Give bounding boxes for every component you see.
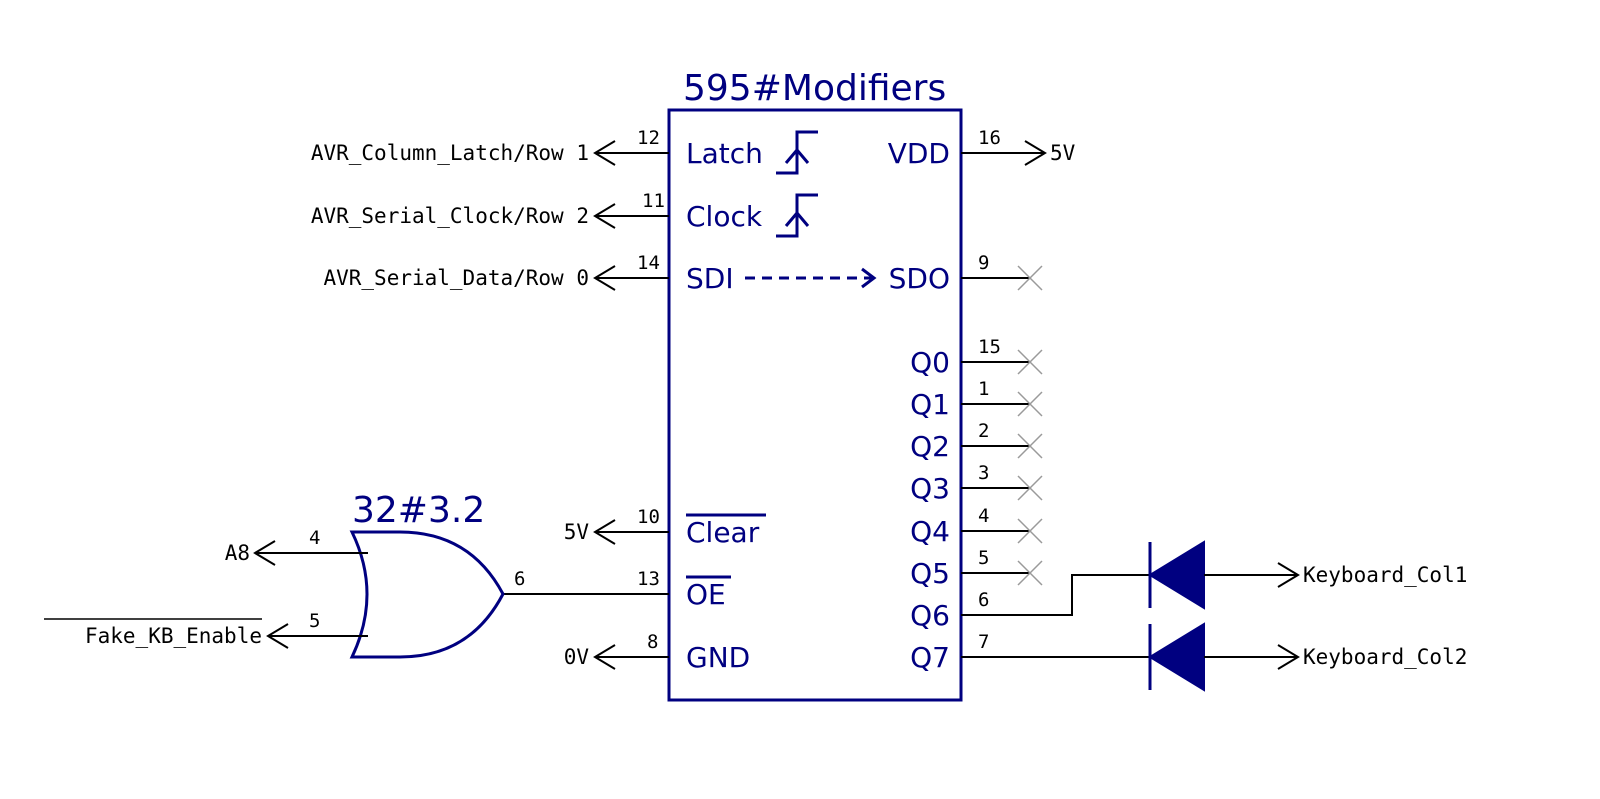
pin-label-q3: Q3 [910, 472, 950, 505]
no-connect-q3 [1017, 475, 1043, 501]
arrow-clear [593, 519, 616, 545]
diode-d2-anode-triangle [1148, 622, 1205, 692]
pin-label-q6: Q6 [910, 599, 950, 632]
pin-num-q6: 6 [978, 589, 989, 611]
net-fake-kb-enable: Fake_KB_Enable [85, 624, 262, 648]
pin-num-vdd: 16 [978, 127, 1001, 149]
internal-sdi-sdo-arrow [861, 267, 877, 289]
pin-num-latch: 12 [637, 127, 660, 149]
ic-595: 595#Modifiers Latch 12 AVR_Column_Latch/… [311, 68, 1150, 702]
net-clock: AVR_Serial_Clock/Row 2 [311, 204, 589, 228]
pin-num-q1: 1 [978, 378, 989, 400]
no-connect-q4 [1017, 518, 1043, 544]
rising-edge-symbol-latch [776, 130, 818, 175]
wire-q6-diode1 [961, 574, 1150, 616]
pin-num-sdo: 9 [978, 252, 989, 274]
gate-title: 32#3.2 [352, 490, 485, 531]
arrow-latch [593, 140, 616, 166]
arrow-gate-in-b [266, 623, 289, 649]
no-connect-q2 [1017, 433, 1043, 459]
net-keyboard-col1: Keyboard_Col1 [1303, 563, 1467, 587]
pin-label-q7: Q7 [910, 641, 950, 674]
pin-label-clock: Clock [686, 200, 763, 233]
pin-label-gnd: GND [686, 641, 750, 674]
pin-num-q5: 5 [978, 547, 989, 569]
arrow-gnd [593, 644, 616, 670]
pin-num-q7: 7 [978, 631, 989, 653]
net-vdd: 5V [1050, 141, 1076, 165]
pin-num-q0: 15 [978, 336, 1001, 358]
pin-num-q2: 2 [978, 420, 989, 442]
pin-num-gnd: 8 [647, 631, 658, 653]
net-a8: A8 [225, 541, 250, 565]
pin-num-clear: 10 [637, 506, 660, 528]
pin-label-q2: Q2 [910, 430, 950, 463]
arrow-diode2 [1277, 644, 1300, 670]
pin-num-sdi: 14 [637, 252, 660, 274]
no-connect-q1 [1017, 391, 1043, 417]
pin-label-sdo: SDO [889, 262, 950, 295]
pin-label-q0: Q0 [910, 346, 950, 379]
pin-num-q3: 3 [978, 462, 989, 484]
arrow-diode1 [1277, 562, 1300, 588]
net-latch: AVR_Column_Latch/Row 1 [311, 141, 589, 165]
gate-out-num: 6 [514, 568, 525, 590]
diode-d1-anode-triangle [1148, 540, 1205, 610]
no-connect-q0 [1017, 349, 1043, 375]
net-clear: 5V [564, 520, 590, 544]
arrow-sdi [593, 265, 616, 291]
or-gate-body [349, 530, 505, 659]
pin-num-q4: 4 [978, 505, 989, 527]
or-gate: 32#3.2 4 A8 5 Fake_KB_Enable 6 [44, 490, 525, 659]
net-keyboard-col2: Keyboard_Col2 [1303, 645, 1467, 669]
net-gnd: 0V [564, 645, 590, 669]
pin-label-clear: Clear [686, 516, 760, 549]
pin-label-q5: Q5 [910, 557, 950, 590]
rising-edge-symbol-clock [776, 193, 818, 238]
pin-label-q1: Q1 [910, 388, 950, 421]
no-connect-sdo [1017, 265, 1043, 291]
arrow-vdd [1024, 140, 1047, 166]
ic-title: 595#Modifiers [683, 68, 946, 109]
pin-label-vdd: VDD [888, 137, 950, 170]
arrow-clock [593, 203, 616, 229]
arrow-gate-in-a [253, 540, 276, 566]
pin-label-q4: Q4 [910, 515, 950, 548]
pin-label-sdi: SDI [686, 262, 734, 295]
gate-in-a-num: 4 [309, 527, 320, 549]
pin-num-oe: 13 [637, 568, 660, 590]
pin-label-latch: Latch [686, 137, 763, 170]
gate-in-b-num: 5 [309, 610, 320, 632]
net-sdi: AVR_Serial_Data/Row 0 [323, 266, 589, 290]
diode-d2: Keyboard_Col2 [1148, 622, 1467, 692]
no-connect-q5 [1017, 560, 1043, 586]
pin-label-oe: OE [686, 578, 726, 611]
pin-num-clock: 11 [642, 190, 665, 212]
diode-d1: Keyboard_Col1 [1148, 540, 1467, 610]
